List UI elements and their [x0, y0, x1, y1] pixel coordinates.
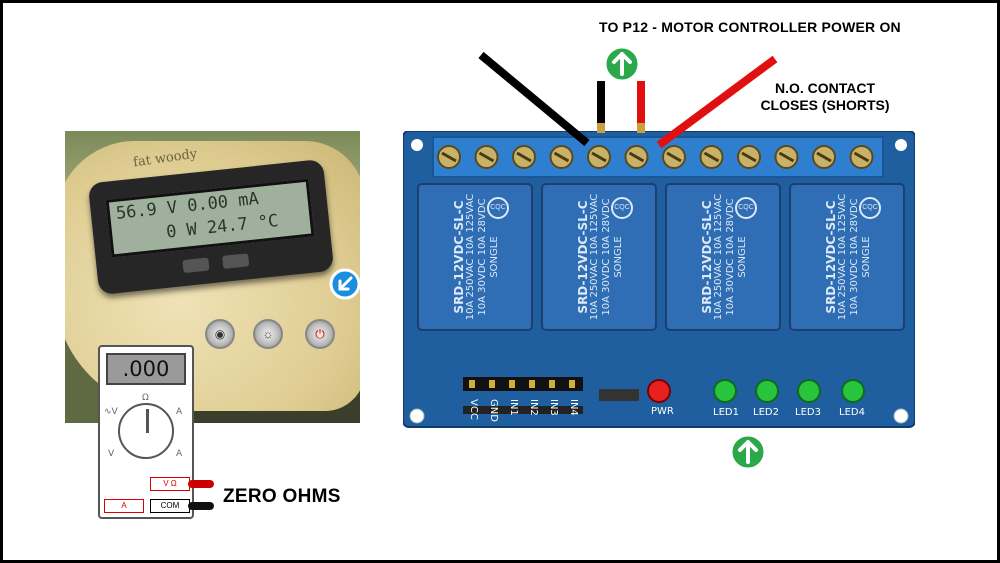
multimeter-reading: .000 [106, 353, 186, 385]
wire-overlay [478, 51, 778, 149]
dial-mark-a-lower: A [176, 449, 183, 459]
terminal-screw-slot [816, 151, 832, 163]
black-probe-lead [188, 502, 214, 510]
no-contact-line1: N.O. CONTACT [774, 80, 876, 96]
terminal-screw-slot [478, 151, 495, 163]
amp-port: A [104, 499, 144, 513]
dial-mark-v-lower: V [108, 449, 115, 459]
relay-1: CQC SRD-12VDC-SL-C 10A 250VAC 10A 125VAC… [417, 183, 533, 331]
headlight-button-icon: ☼ [253, 319, 283, 349]
led1-label: LED1 [713, 407, 739, 418]
arrow-down-left-icon [329, 268, 361, 300]
led-row [647, 379, 865, 403]
led-4 [841, 379, 865, 403]
cert-mark: CQC [859, 197, 881, 219]
led-2 [755, 379, 779, 403]
relay-3: CQC SRD-12VDC-SL-C 10A 250VAC 10A 125VAC… [665, 183, 781, 331]
power-button-icon: ⏻ [305, 319, 335, 349]
terminal-screw-slot [516, 151, 532, 163]
led4-label: LED4 [839, 407, 865, 418]
zero-ohms-label: ZERO OHMS [223, 486, 341, 507]
terminal-screw-slot [703, 151, 720, 163]
red-wire-ferrule [637, 123, 645, 133]
terminal-screw-slot [853, 151, 870, 163]
terminal-screw-slot [441, 151, 457, 163]
relay-2: CQC SRD-12VDC-SL-C 10A 250VAC 10A 125VAC… [541, 183, 657, 331]
dial-mark-a-right: A [176, 407, 183, 417]
cert-mark: CQC [487, 197, 509, 219]
red-probe-lead [188, 480, 214, 488]
black-wire-ferrule [597, 123, 605, 133]
terminal-screw-slot [778, 151, 795, 163]
terminal-screw-slot [628, 151, 645, 163]
multimeter: .000 ∿V A V A Ω V Ω COM A [98, 345, 214, 519]
led-3 [797, 379, 821, 403]
terminal-screw-slot [553, 151, 570, 163]
dial-mark-v-left: ∿V [104, 407, 118, 417]
led-1 [713, 379, 737, 403]
horn-button-icon: ◉ [205, 319, 235, 349]
motor-controller-note: TO P12 - MOTOR CONTROLLER POWER ON [599, 19, 901, 35]
dial-pointer [146, 409, 149, 433]
arrow-up-icon [729, 433, 767, 471]
cert-mark: CQC [735, 197, 757, 219]
terminal-screw-slot [591, 151, 607, 163]
relay-board: CQC SRD-12VDC-SL-C 10A 250VAC 10A 125VAC… [403, 131, 915, 431]
led2-label: LED2 [753, 407, 779, 418]
dial-mark-ohm: Ω [142, 393, 149, 403]
terminal-screw-slot [666, 151, 682, 163]
no-contact-note: N.O. CONTACT CLOSES (SHORTS) [751, 80, 899, 114]
pwr-led [647, 379, 671, 403]
terminal-screw-slot [741, 151, 757, 163]
led3-label: LED3 [795, 407, 821, 418]
pwr-label: PWR [651, 406, 674, 417]
vohm-port: V Ω [150, 477, 190, 491]
screw-terminal-row [432, 136, 884, 178]
red-wire-diagonal [656, 55, 778, 149]
no-contact-line2: CLOSES (SHORTS) [760, 97, 890, 113]
multimeter-dial [118, 403, 174, 459]
cert-mark: CQC [611, 197, 633, 219]
relay-4: CQC SRD-12VDC-SL-C 10A 250VAC 10A 125VAC… [789, 183, 905, 331]
black-wire-diagonal [478, 51, 590, 147]
arrow-up-icon [603, 45, 641, 83]
pin-header [463, 377, 583, 391]
